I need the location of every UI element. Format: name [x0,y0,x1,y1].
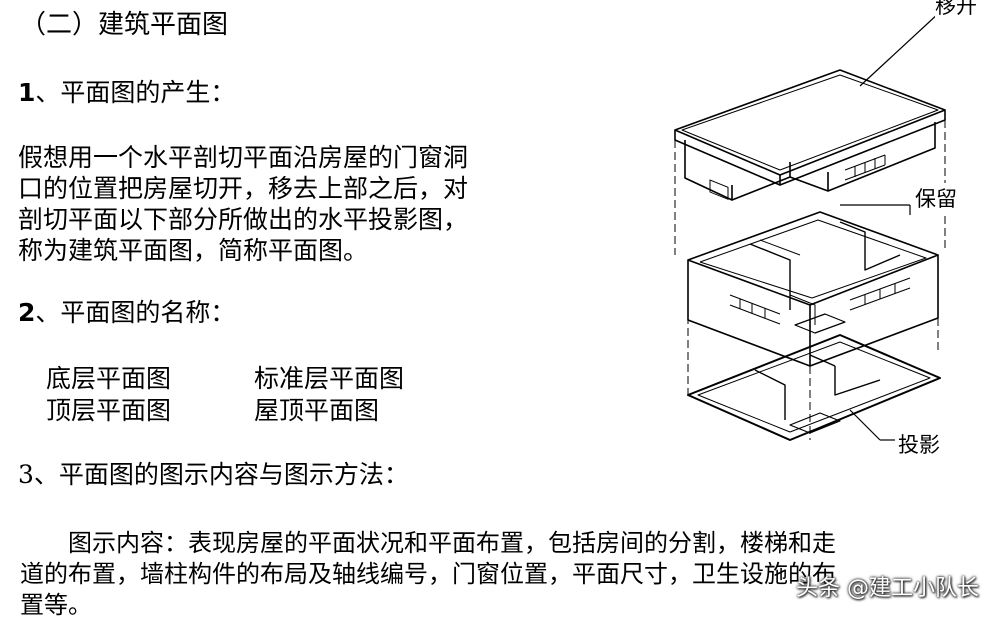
body-line: 道的布置，墙柱构件的布局及轴线编号，门窗位置，平面尺寸，卫生设施的布 [20,560,836,588]
label-keep: 保留 [915,183,957,213]
paragraph-line: 口的位置把房屋切开，移去上部之后，对 [18,174,469,203]
section-1-title: 1、平面图的产生： [18,80,235,105]
exploded-house-drawing [674,11,975,441]
paragraph-line: 称为建筑平面图，简称平面图。 [18,236,369,265]
page-heading: （二）建筑平面图 [20,10,229,40]
paragraph-line: 假想用一个水平剖切平面沿房屋的门窗洞 [18,143,469,172]
plan-name-ground: 底层平面图 [46,364,172,393]
plan-name-standard: 标准层平面图 [254,364,405,393]
section-3-title: 3、平面图的图示内容与图示方法： [18,460,409,489]
label-projection: 投影 [898,429,940,459]
section-1-text: 、平面图的产生： [35,78,236,107]
section-1-number: 1 [18,78,36,107]
section-2-number: 2 [18,298,36,327]
definition-paragraph: 假想用一个水平剖切平面沿房屋的门窗洞 口的位置把房屋切开，移去上部之后，对 剖切… [18,142,498,266]
label-remove: 移开 [935,0,977,20]
watermark: 头条 @建工小队长 [796,576,979,601]
content-paragraph: 图示内容：表现房屋的平面状况和平面布置，包括房间的分割，楼梯和走 道的布置，墙柱… [20,528,950,621]
body-line: 图示内容：表现房屋的平面状况和平面布置，包括房间的分割，楼梯和走 [20,529,836,557]
paragraph-line: 剖切平面以下部分所做出的水平投影图， [18,205,469,234]
section-2-title: 2、平面图的名称： [18,300,235,325]
section-cut-diagram: 移开 保留 投影 [640,0,997,470]
body-line: 置等。 [20,591,92,619]
plan-name-roof: 屋顶平面图 [254,396,380,425]
section-2-text: 、平面图的名称： [35,298,236,327]
plan-name-top: 顶层平面图 [46,396,172,425]
